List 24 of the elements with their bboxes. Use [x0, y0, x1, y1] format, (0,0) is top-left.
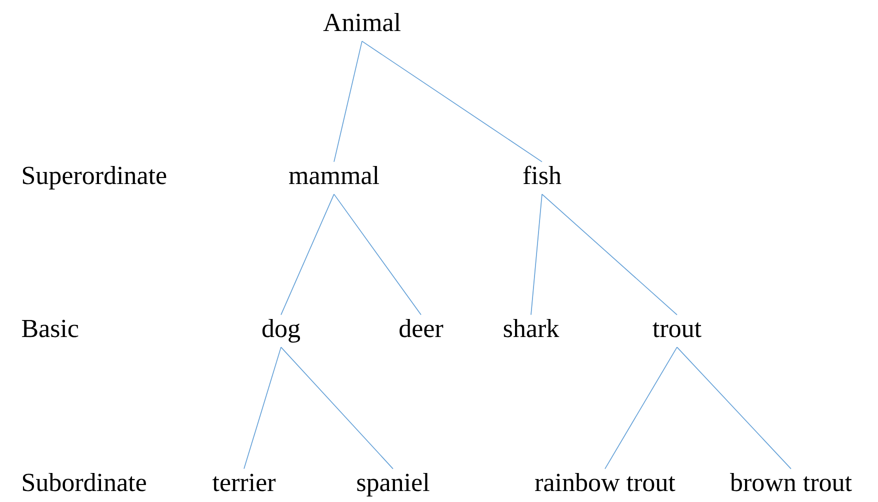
- category-label: trout: [652, 322, 702, 338]
- category-label: terrier: [212, 474, 276, 492]
- tree-line: [676, 346, 792, 470]
- category-label: spaniel: [357, 472, 430, 497]
- tree-line: [280, 194, 334, 316]
- category-label: mammal: [289, 166, 379, 184]
- level-label: Subordinate: [22, 472, 146, 492]
- category-label: brown trout: [730, 472, 852, 492]
- tree-line: [244, 346, 282, 470]
- category-label: Animal: [323, 12, 400, 32]
- tree-line: [334, 40, 362, 162]
- tree-line: [280, 346, 394, 470]
- level-label: Superordinate: [22, 166, 166, 190]
- category-label: rainbow trout: [535, 472, 676, 492]
- category-label: deer: [400, 318, 444, 338]
- tree-line: [542, 194, 678, 316]
- level-label: Basic: [22, 320, 78, 338]
- tree-line: [362, 40, 542, 162]
- category-label: shark: [504, 318, 560, 338]
- tree-line: [334, 194, 422, 316]
- tree-line: [604, 346, 678, 470]
- category-label: fish: [523, 166, 562, 184]
- category-label: dog: [262, 318, 300, 343]
- tree-line: [530, 194, 542, 316]
